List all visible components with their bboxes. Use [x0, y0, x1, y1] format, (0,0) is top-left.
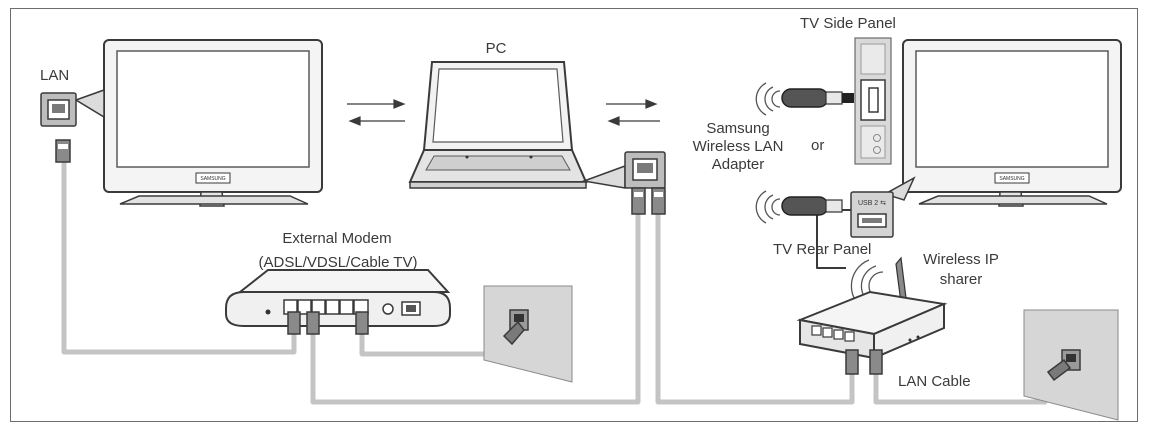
label-or: or: [811, 137, 825, 154]
pc-laptop: [408, 61, 588, 189]
label-lan-cable: LAN Cable: [898, 373, 971, 390]
tv-lan-port: [40, 88, 105, 163]
label-sharer-line2: sharer: [939, 271, 983, 288]
label-tv-side-panel: TV Side Panel: [800, 15, 896, 32]
tv-right: SAMSUNG: [902, 39, 1122, 207]
pc-lan-port: [581, 151, 666, 215]
diagram-frame: [10, 8, 1138, 422]
wireless-lan-adapter-top: [755, 82, 854, 116]
tv-left-brand: SAMSUNG: [200, 176, 225, 182]
label-pc: PC: [485, 40, 507, 57]
tv-side-panel-strip: [854, 37, 892, 165]
tv-right-brand: SAMSUNG: [999, 176, 1024, 182]
cable-tv-to-modem: [61, 160, 297, 355]
wall-jack-right: [1023, 309, 1119, 421]
usb-port-label: USB 2 ⇆: [858, 200, 886, 207]
label-adapter-line1: Samsung: [706, 120, 770, 137]
wireless-ip-sharer: [796, 256, 948, 375]
arrows-tv-pc: [347, 99, 406, 126]
wall-jack-left: [483, 285, 573, 383]
cable-pc-to-router: [655, 212, 855, 405]
label-tv-rear-panel: TV Rear Panel: [773, 241, 872, 258]
tv-rear-usb-port: USB 2 ⇆: [850, 176, 916, 238]
modem-lan-ports: [283, 299, 369, 315]
label-sharer-line1: Wireless IP: [923, 251, 999, 268]
label-modem-line1: External Modem: [282, 230, 392, 247]
label-adapter-line3: Adapter: [711, 156, 765, 173]
external-modem: [225, 269, 451, 335]
label-lan: LAN: [40, 67, 70, 84]
tv-left: SAMSUNG: [103, 39, 323, 207]
label-adapter-line2: Wireless LAN: [692, 138, 784, 155]
arrows-pc-tv: [606, 99, 660, 126]
wireless-lan-adapter-bottom: [755, 190, 843, 224]
cable-modem-to-pc: [310, 212, 641, 405]
label-modem-line2: (ADSL/VDSL/Cable TV): [258, 254, 418, 271]
